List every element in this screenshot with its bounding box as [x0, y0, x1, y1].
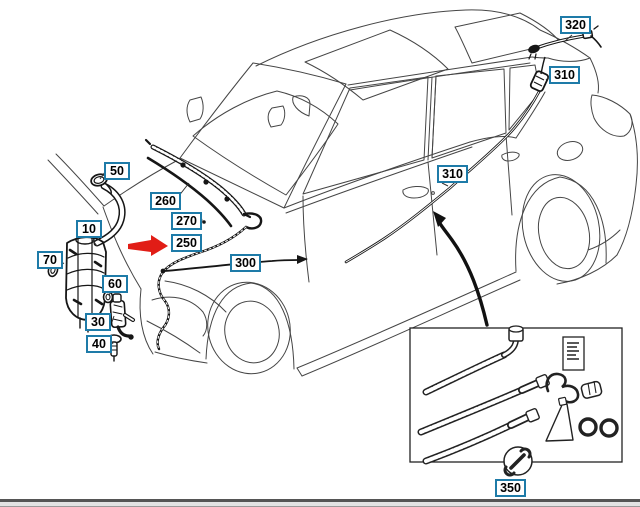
filler-cap-drawing: [90, 173, 126, 247]
kit-hose-elbow-drawing: [422, 325, 524, 396]
callout-270[interactable]: 270: [171, 212, 202, 230]
rear-hose-310-drawing: [344, 88, 542, 264]
hose-250-drawing: [156, 212, 263, 351]
kit-hose-short-drawing: [422, 408, 540, 465]
kit-clip-drawing: [545, 372, 580, 404]
kit-connector-drawing: [580, 380, 603, 399]
callout-10[interactable]: 10: [76, 220, 102, 238]
rear-grommet-310-drawing: [529, 56, 550, 93]
kit-leader-arrow: [433, 211, 489, 327]
callout-250[interactable]: 250: [171, 234, 202, 252]
callout-310-beltline[interactable]: 310: [437, 165, 468, 183]
washer-pump-drawing: [109, 293, 135, 340]
red-arrow-pointer: [128, 235, 168, 256]
callout-300[interactable]: 300: [230, 254, 261, 272]
callout-leader-lines: [55, 34, 573, 345]
callout-40[interactable]: 40: [86, 335, 112, 353]
window-bottom-strip: [0, 502, 640, 507]
kit-oring-2: [599, 418, 619, 438]
callout-350[interactable]: 350: [495, 479, 526, 497]
wrench-icon: [503, 446, 533, 477]
kit-oring-1: [578, 417, 598, 437]
repair-kit-detail-box: [409, 325, 623, 477]
hose-300-drawing: [160, 255, 308, 274]
callout-320[interactable]: 320: [560, 16, 591, 34]
kit-part-label-icon: [562, 336, 585, 371]
grommet-drawing: [102, 290, 114, 304]
callout-310-rear[interactable]: 310: [549, 66, 580, 84]
callout-260[interactable]: 260: [150, 192, 181, 210]
car-outline-drawing: [47, 9, 638, 377]
callout-30[interactable]: 30: [85, 313, 111, 331]
kit-hose-straight-drawing: [417, 374, 550, 436]
callout-50[interactable]: 50: [104, 162, 130, 180]
callout-60[interactable]: 60: [102, 275, 128, 293]
kit-cone-drawing: [545, 396, 574, 442]
window-bottom-edge: [0, 499, 640, 502]
cowl-hose-260-drawing: [144, 138, 252, 228]
callout-70[interactable]: 70: [37, 251, 63, 269]
